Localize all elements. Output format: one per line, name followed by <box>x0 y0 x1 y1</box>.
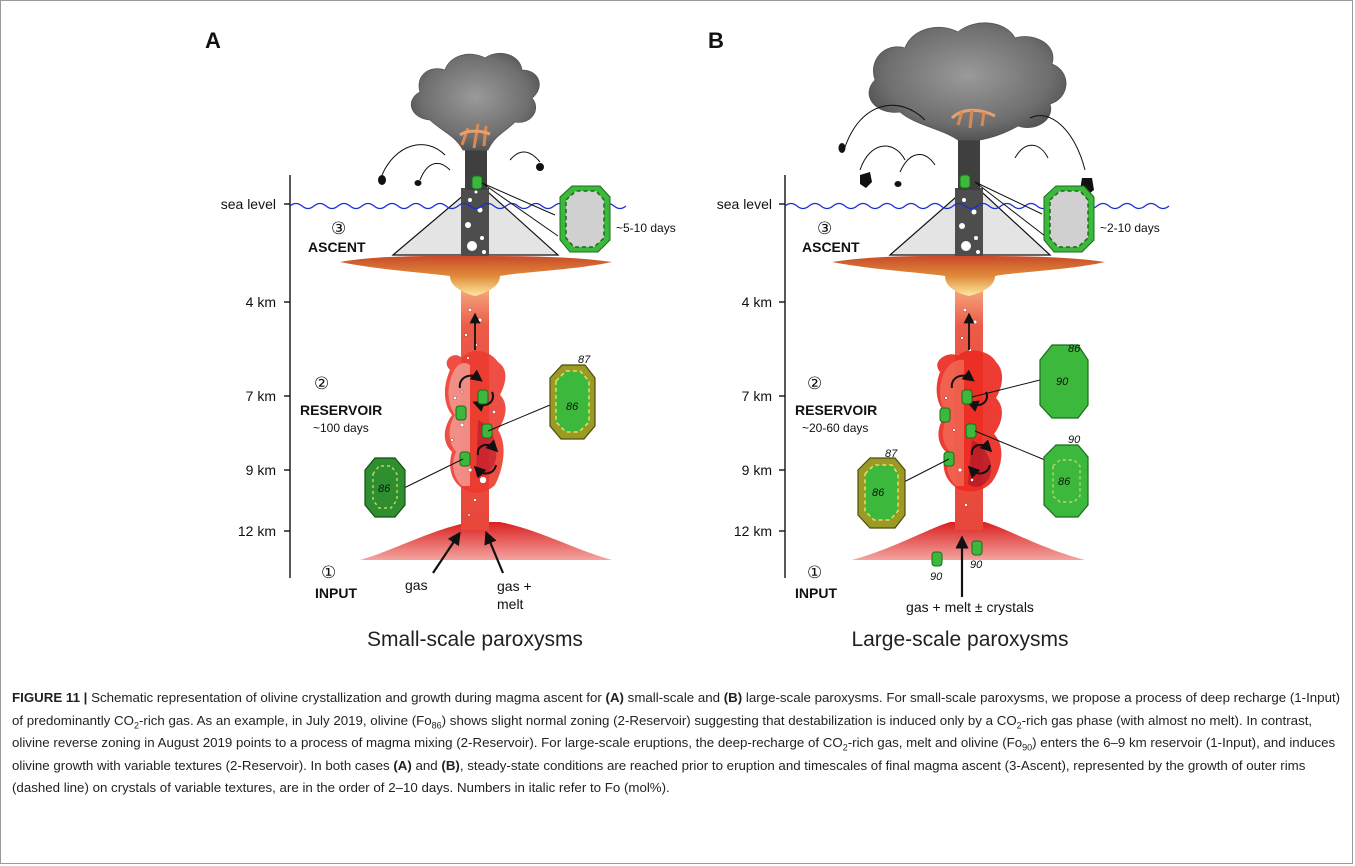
input-label-b: INPUT <box>795 585 837 601</box>
input-text-b: gas + melt ± crystals <box>906 599 1034 615</box>
stage-2-number-b: ② <box>807 374 822 393</box>
caption-subscript: 86 <box>431 720 442 731</box>
depth-12km-a: 12 km <box>238 523 276 539</box>
panel-a: A sea level 4 km 7 km 9 km 12 km <box>205 28 676 651</box>
panel-b-letter: B <box>708 28 724 53</box>
caption-text: ) shows slight normal zoning (2-Reservoi… <box>441 712 1017 728</box>
caption-ref-b: (B) <box>441 757 460 773</box>
sea-level-label-a: sea level <box>221 196 276 212</box>
input-gas-label-a: gas <box>405 577 428 593</box>
stage-3-number-b: ③ <box>817 219 832 238</box>
caption-subscript: 2 <box>1016 720 1022 731</box>
fo-label-90-input1-b: 90 <box>930 571 943 583</box>
caption-text: -rich gas, melt and olivine (Fo <box>847 735 1023 751</box>
caption-text: small-scale and <box>623 690 724 705</box>
stage-2-number-a: ② <box>314 374 329 393</box>
eruption-plume-b <box>868 22 1067 141</box>
caption-text: and <box>411 757 442 773</box>
panel-b-title: Large-scale paroxysms <box>851 628 1068 651</box>
caption-subscript: 2 <box>133 720 139 731</box>
fo-label-86-left-b: 86 <box>872 487 885 499</box>
caption-text: Schematic representation of olivine crys… <box>87 690 606 705</box>
panel-a-title: Small-scale paroxysms <box>367 628 583 651</box>
fo-label-87-a: 87 <box>578 354 591 366</box>
eruption-plume-a <box>410 53 540 151</box>
stage-3-number-a: ③ <box>331 219 346 238</box>
ascent-time-a: ~5-10 days <box>616 221 676 235</box>
fo-label-86-a: 86 <box>566 401 579 413</box>
sea-line-b <box>784 202 1170 210</box>
caption-label: FIGURE 11 | <box>12 690 88 705</box>
caption-text: ) enters the 6–9 km reservoir (1-Input),… <box>12 735 1336 773</box>
fo-label-90-right-b: 90 <box>1068 434 1081 446</box>
caption-text: -rich gas. As an example, in July 2019, … <box>138 712 432 728</box>
fo-label-87-b: 87 <box>885 448 898 460</box>
figure-caption: FIGURE 11 | Schematic representation of … <box>12 687 1342 800</box>
olivine-crystal-86-b <box>1043 444 1089 518</box>
stage-1-number-a: ① <box>321 563 336 582</box>
panel-b: B sea level 4 km 7 km 9 km 12 km <box>708 22 1170 651</box>
olivine-crystal-90-b <box>1039 344 1089 419</box>
input-melt-label-a: melt <box>497 596 524 612</box>
caption-text: large-scale paroxysms. For small-scale p… <box>12 690 1341 728</box>
magma-sill-a <box>340 255 612 296</box>
depth-9km-a: 9 km <box>246 462 276 478</box>
depth-9km-b: 9 km <box>742 462 772 478</box>
caption-text: -rich gas phase (with almost no melt). I… <box>12 712 1313 751</box>
depth-4km-a: 4 km <box>246 294 276 310</box>
figure-illustration: A sea level 4 km 7 km 9 km 12 km <box>205 22 1170 651</box>
fo-label-86-top-b: 86 <box>1068 343 1081 355</box>
ascent-label-a: ASCENT <box>308 239 366 255</box>
stage-1-number-b: ① <box>807 563 822 582</box>
caption-subscript: 90 <box>1022 742 1033 753</box>
reservoir-time-b: ~20-60 days <box>802 421 868 435</box>
fo-label-86b-a: 86 <box>378 483 391 495</box>
depth-4km-b: 4 km <box>742 294 772 310</box>
caption-ref-a: (A) <box>393 757 412 773</box>
input-label-a: INPUT <box>315 585 357 601</box>
depth-7km-b: 7 km <box>742 388 772 404</box>
caption-subscript: 2 <box>842 742 848 753</box>
reservoir-label-a: RESERVOIR <box>300 402 382 418</box>
caption-ref-a: (A) <box>605 690 624 705</box>
fo-label-86-right-b: 86 <box>1058 476 1071 488</box>
depth-7km-a: 7 km <box>246 388 276 404</box>
depth-12km-b: 12 km <box>734 523 772 539</box>
ascent-label-b: ASCENT <box>802 239 860 255</box>
sea-level-label-b: sea level <box>717 196 772 212</box>
input-gas-melt-label-a: gas + <box>497 578 532 594</box>
ascent-time-b: ~2-10 days <box>1100 221 1160 235</box>
fo-label-90-input2-b: 90 <box>970 559 983 571</box>
reservoir-label-b: RESERVOIR <box>795 402 877 418</box>
fo-label-90-b: 90 <box>1056 376 1069 388</box>
magma-sill-b <box>832 255 1105 296</box>
caption-text: , steady-state conditions are reached pr… <box>12 757 1306 796</box>
panel-a-letter: A <box>205 28 221 53</box>
caption-ref-b: (B) <box>723 690 743 705</box>
reservoir-time-a: ~100 days <box>313 421 369 435</box>
